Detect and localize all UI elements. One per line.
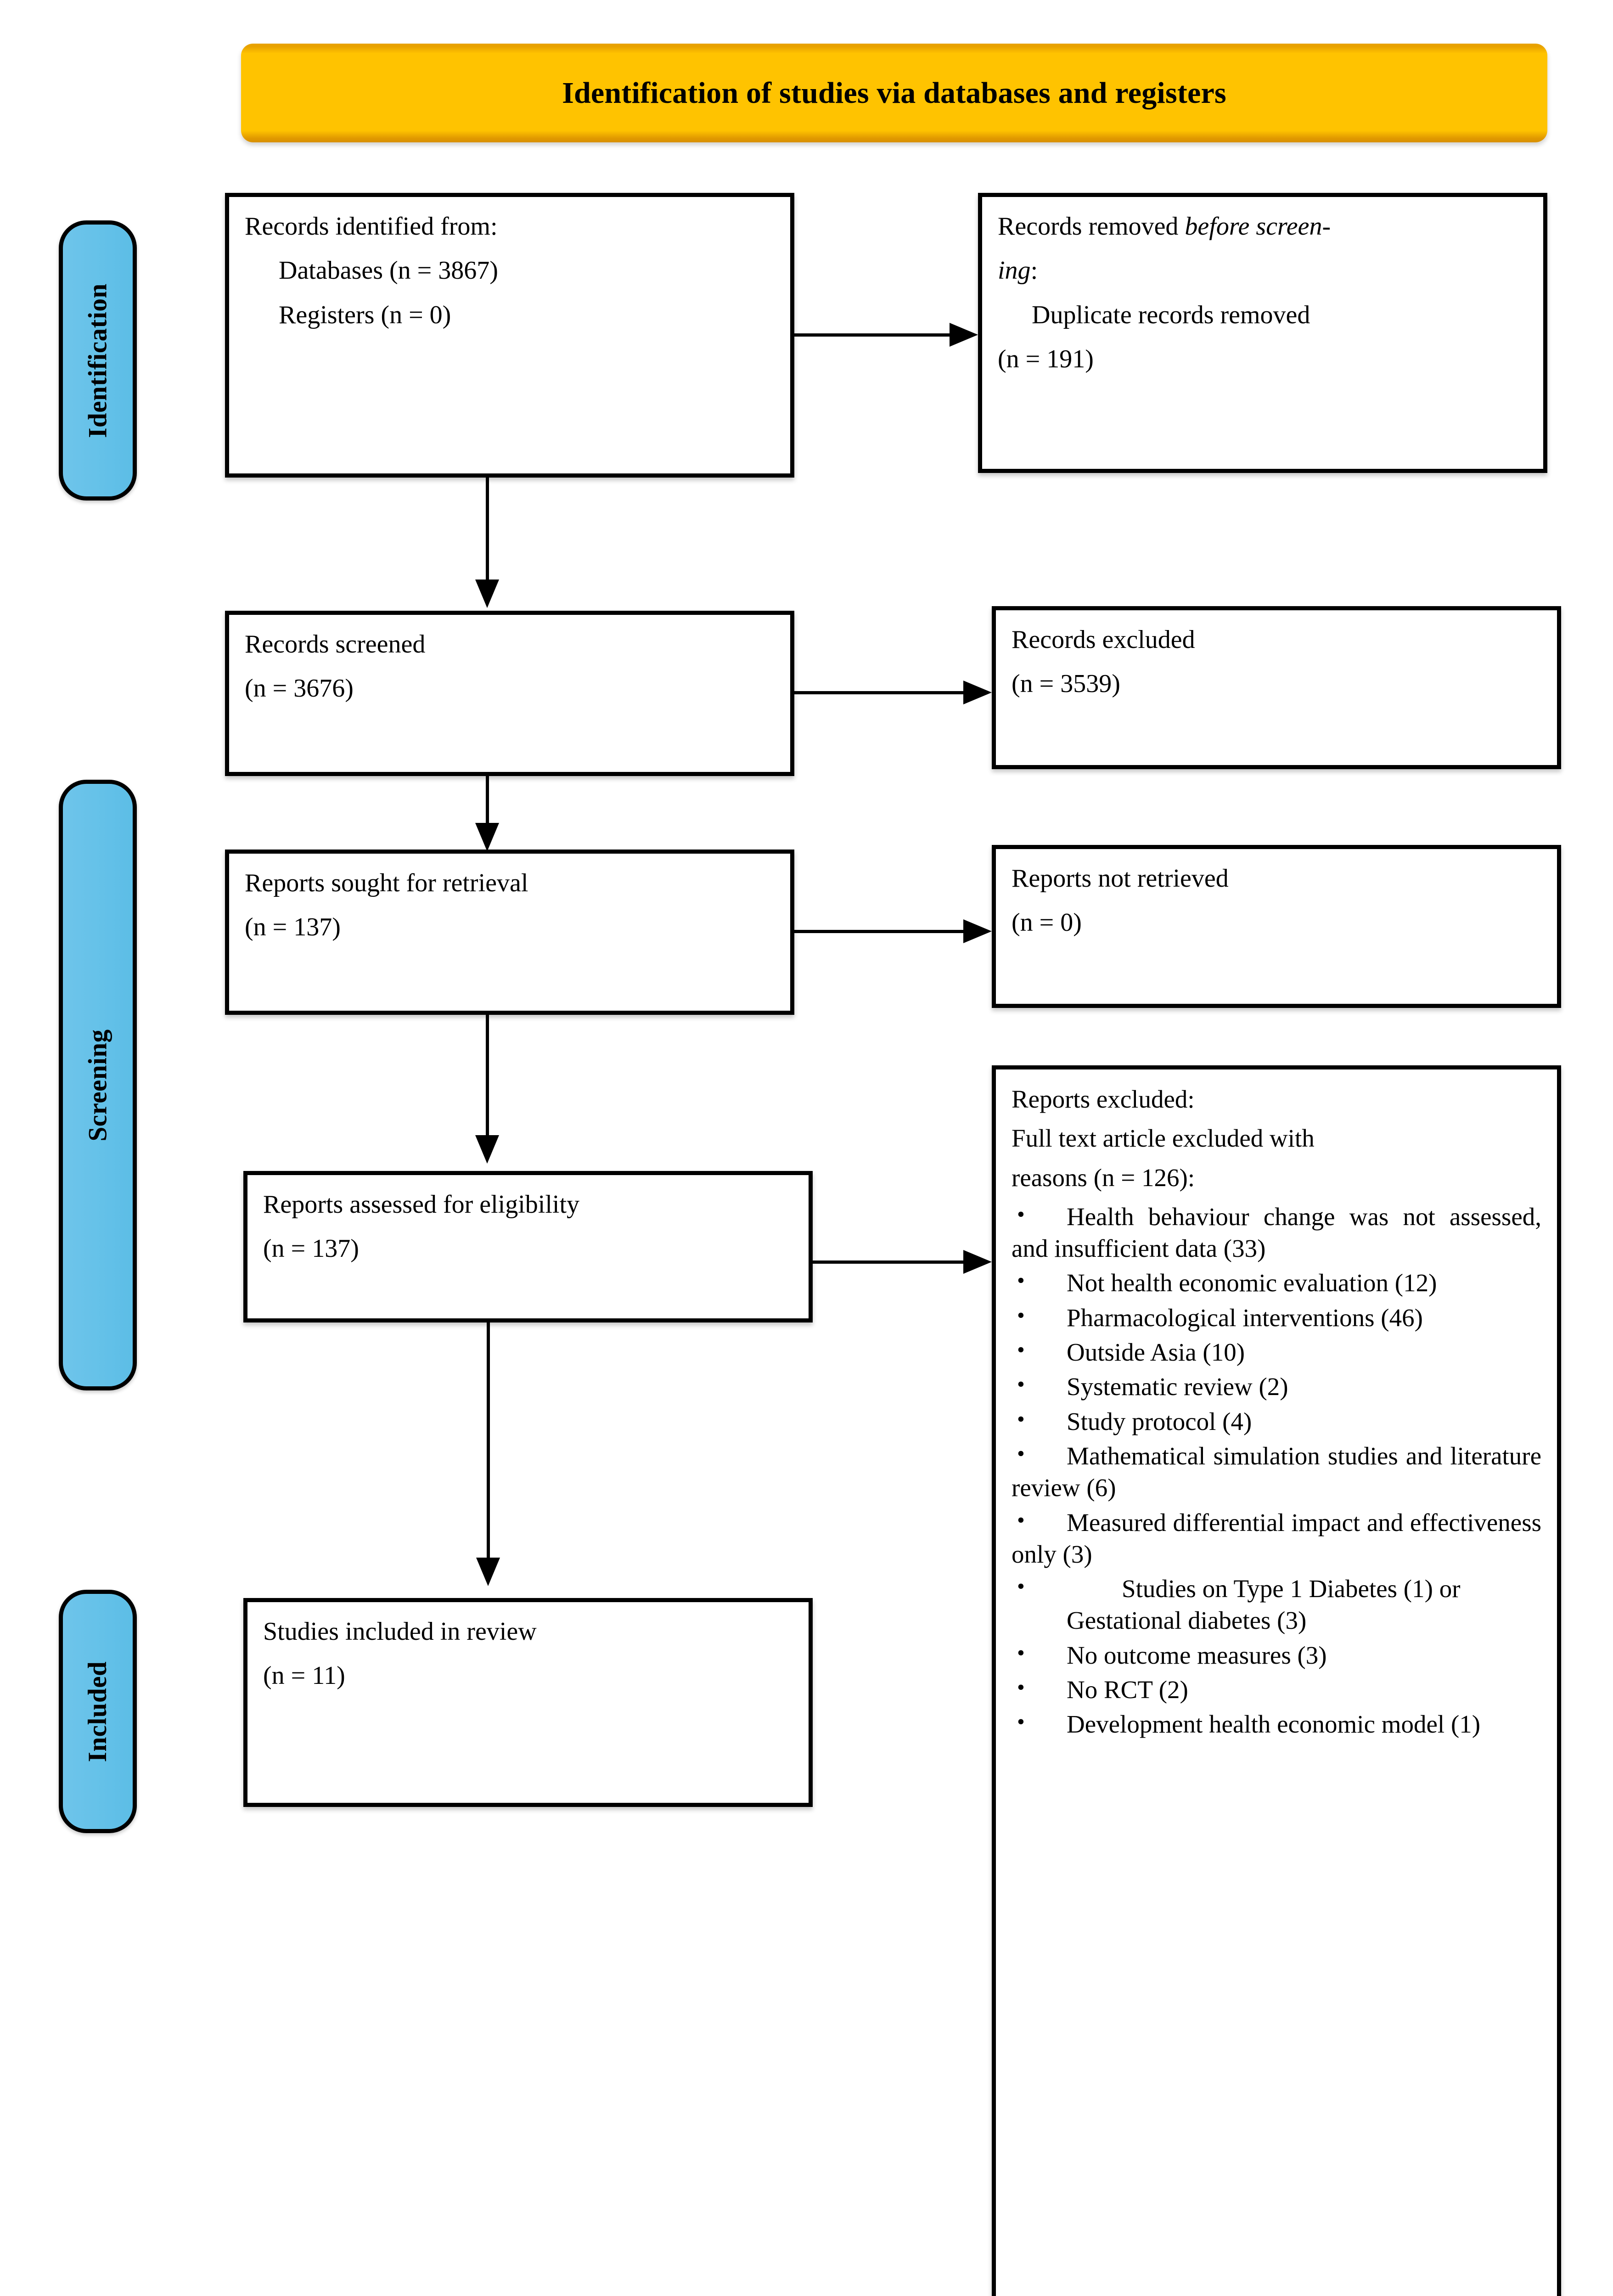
- records-removed-line2-plain: :: [1030, 256, 1038, 285]
- records-removed-line2: ing:: [998, 255, 1528, 286]
- box-reports-not-retrieved: Reports not retrieved (n = 0): [992, 845, 1561, 1008]
- bullet-icon: •: [1017, 1574, 1025, 1599]
- arrow-sought-to-assessed: [475, 1135, 499, 1164]
- arrow-sought-to-not-retrieved: [963, 919, 992, 943]
- reports-excluded-subheading-line2: reasons (n = 126):: [1012, 1163, 1195, 1192]
- bullet-icon: •: [1017, 1202, 1025, 1227]
- connector-sought-to-assessed: [486, 1015, 489, 1139]
- connector-assessed-to-included: [487, 1322, 490, 1561]
- records-removed-line2-italic: ing: [998, 256, 1031, 285]
- box-records-removed-before-screening: Records removed before screen- ing: Dupl…: [978, 193, 1547, 473]
- records-removed-line1-italic: before screen-: [1185, 212, 1331, 241]
- bullet-icon: •: [1017, 1508, 1025, 1532]
- connector-assessed-to-reports-excluded: [813, 1261, 964, 1264]
- bullet-icon: •: [1017, 1710, 1025, 1734]
- records-removed-line1-plain: Records removed: [998, 212, 1185, 241]
- stage-label-identification: Identification: [83, 283, 112, 438]
- exclusion-reason-item: •Studies on Type 1 Diabetes (1) or Gesta…: [1012, 1573, 1541, 1637]
- reports-sought-label: Reports sought for retrieval: [245, 869, 528, 897]
- exclusion-reason-item: •No outcome measures (3): [1012, 1639, 1541, 1671]
- box-reports-assessed-for-eligibility: Reports assessed for eligibility (n = 13…: [243, 1171, 813, 1322]
- exclusion-reason-item: •Pharmacological interventions (46): [1012, 1302, 1541, 1334]
- records-identified-line1: Records identified from:: [245, 212, 498, 241]
- bullet-icon: •: [1017, 1338, 1025, 1362]
- exclusion-reason-item: •Not health economic evaluation (12): [1012, 1267, 1541, 1299]
- bullet-icon: •: [1017, 1441, 1025, 1466]
- exclusion-reason-list: •Health behaviour change was not assesse…: [1012, 1201, 1541, 1740]
- connector-sought-to-not-retrieved: [794, 930, 964, 933]
- box-records-identified: Records identified from: Databases (n = …: [225, 193, 794, 478]
- arrow-screened-to-excluded: [963, 681, 992, 704]
- bullet-icon: •: [1017, 1640, 1025, 1665]
- connector-screened-to-sought: [486, 776, 489, 827]
- exclusion-reason-item: •Systematic review (2): [1012, 1371, 1541, 1402]
- records-screened-count: (n = 3676): [245, 674, 354, 703]
- bullet-icon: •: [1017, 1407, 1025, 1431]
- studies-included-count: (n = 11): [263, 1661, 345, 1690]
- reports-not-retrieved-label: Reports not retrieved: [1012, 864, 1229, 893]
- box-reports-sought-for-retrieval: Reports sought for retrieval (n = 137): [225, 850, 794, 1015]
- reports-not-retrieved-count: (n = 0): [1012, 908, 1082, 937]
- exclusion-reason-item: •Mathematical simulation studies and lit…: [1012, 1440, 1541, 1504]
- bullet-icon: •: [1017, 1372, 1025, 1397]
- exclusion-reason-item: •Outside Asia (10): [1012, 1336, 1541, 1368]
- records-removed-count: (n = 191): [998, 344, 1094, 373]
- records-identified-registers: Registers (n = 0): [279, 300, 451, 329]
- page-title: Identification of studies via databases …: [562, 76, 1226, 110]
- exclusion-reason-item: •Study protocol (4): [1012, 1406, 1541, 1437]
- records-removed-duplicates: Duplicate records removed: [1032, 300, 1310, 329]
- stage-pill-screening: Screening: [59, 780, 137, 1390]
- box-studies-included-in-review: Studies included in review (n = 11): [243, 1598, 813, 1807]
- box-reports-excluded: Reports excluded: Full text article excl…: [992, 1065, 1561, 2296]
- records-excluded-count: (n = 3539): [1012, 670, 1120, 698]
- stage-pill-included: Included: [59, 1590, 137, 1833]
- arrow-identified-to-screened: [475, 580, 499, 608]
- records-identified-databases: Databases (n = 3867): [279, 256, 498, 285]
- reports-sought-count: (n = 137): [245, 913, 341, 942]
- exclusion-reason-item: •Development health economic model (1): [1012, 1708, 1541, 1740]
- reports-assessed-count: (n = 137): [263, 1234, 359, 1263]
- stage-label-included: Included: [83, 1661, 112, 1762]
- records-excluded-label: Records excluded: [1012, 625, 1195, 654]
- box-records-excluded: Records excluded (n = 3539): [992, 606, 1561, 769]
- exclusion-reason-item: •Measured differential impact and effect…: [1012, 1507, 1541, 1570]
- connector-identified-to-removed: [794, 333, 950, 337]
- exclusion-reason-item: •Health behaviour change was not assesse…: [1012, 1201, 1541, 1265]
- bullet-icon: •: [1017, 1268, 1025, 1293]
- connector-screened-to-excluded: [794, 691, 964, 694]
- arrow-screened-to-sought: [475, 823, 499, 851]
- box-records-screened: Records screened (n = 3676): [225, 611, 794, 776]
- studies-included-label: Studies included in review: [263, 1617, 537, 1646]
- stage-pill-identification: Identification: [59, 220, 137, 501]
- connector-identified-to-screened: [486, 478, 489, 583]
- bullet-icon: •: [1017, 1303, 1025, 1328]
- reports-assessed-label: Reports assessed for eligibility: [263, 1190, 580, 1219]
- header-banner: Identification of studies via databases …: [241, 44, 1547, 142]
- arrow-identified-to-removed: [950, 323, 978, 347]
- reports-excluded-heading: Reports excluded:: [1012, 1085, 1195, 1113]
- bullet-icon: •: [1017, 1675, 1025, 1700]
- records-screened-label: Records screened: [245, 630, 426, 658]
- arrow-assessed-to-included: [476, 1558, 500, 1586]
- exclusion-reason-item: •No RCT (2): [1012, 1674, 1541, 1705]
- arrow-assessed-to-reports-excluded: [963, 1250, 992, 1274]
- reports-excluded-subheading-line1: Full text article excluded with: [1012, 1124, 1315, 1153]
- records-removed-line1: Records removed before screen-: [998, 211, 1528, 242]
- stage-label-screening: Screening: [83, 1029, 112, 1142]
